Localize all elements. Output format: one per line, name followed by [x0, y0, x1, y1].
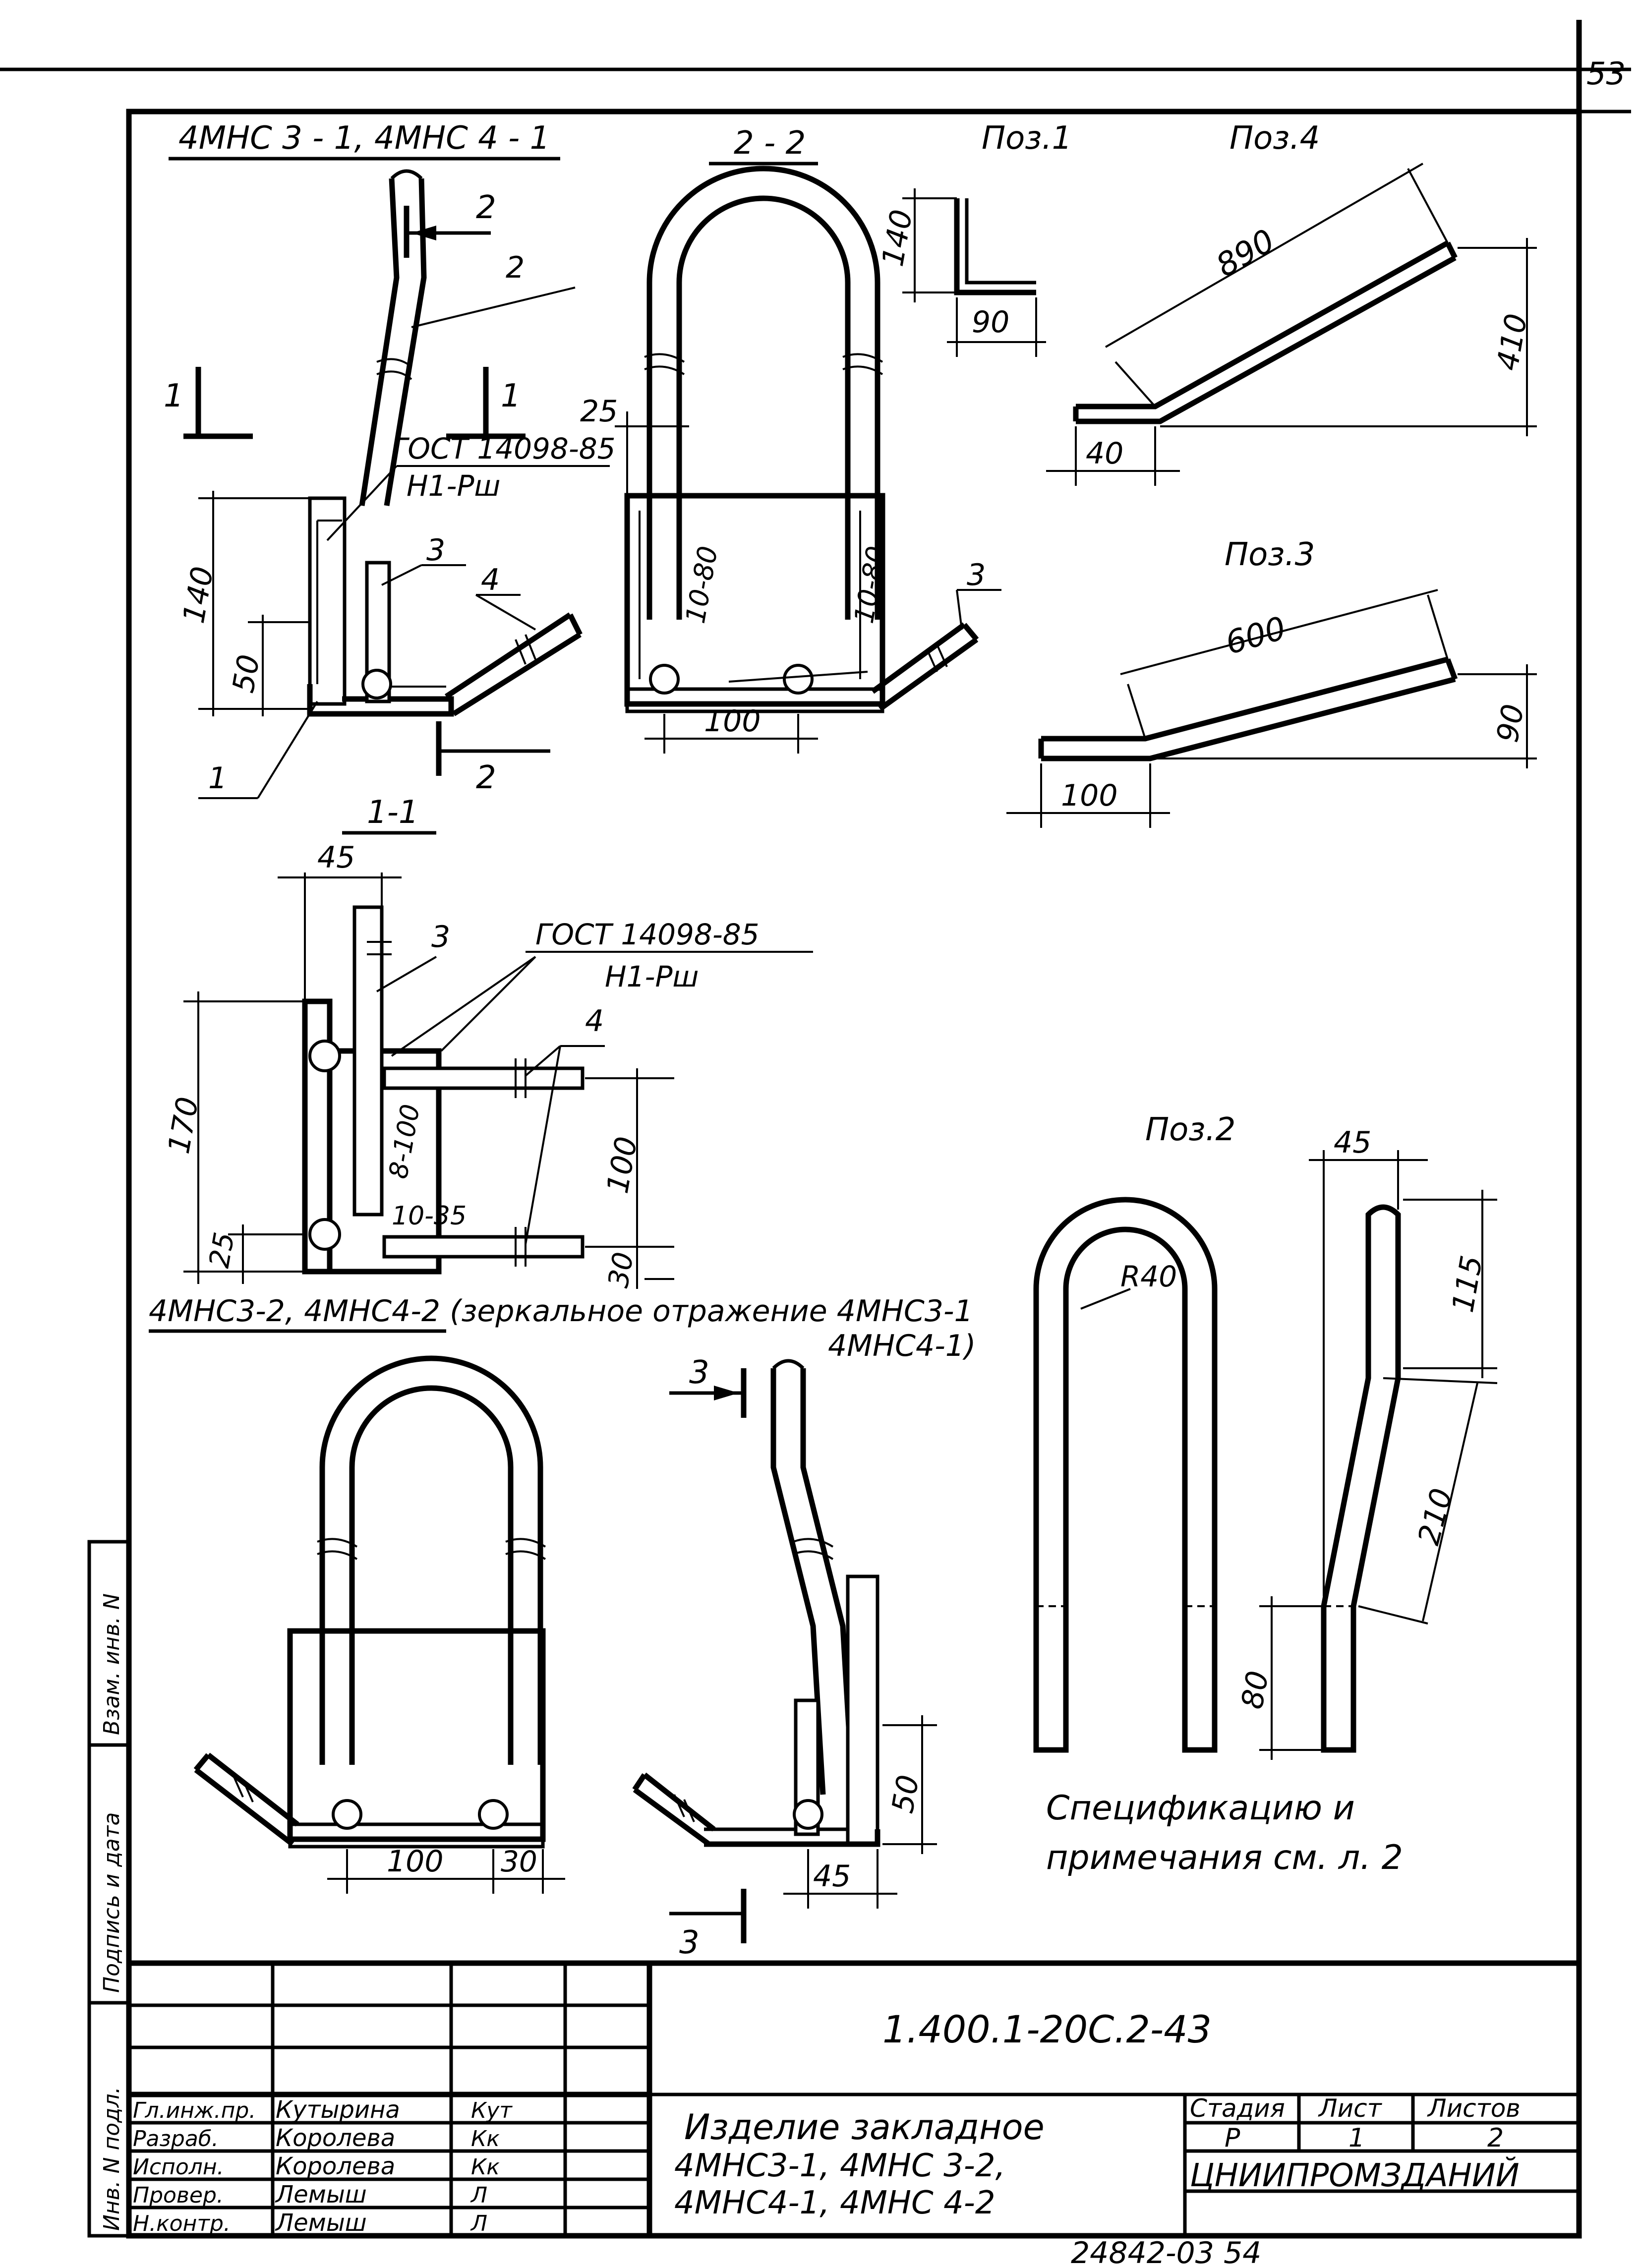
- section-2-2: 2 - 2 3 10-80 10-80 25 100: [580, 125, 1001, 754]
- pos-label-3-section11: 3: [431, 920, 450, 954]
- dim-210: 210: [1411, 1485, 1460, 1549]
- dim-90-poz1: 90: [972, 305, 1009, 340]
- side-stamp-sign: Подпись и дата: [99, 1812, 124, 1993]
- front-view: 4МНС 3 - 1, 4МНС 4 - 1 2 2 1: [164, 120, 616, 799]
- dim-30-mirror: 30: [501, 1845, 537, 1878]
- cut-mark-1-left: 1: [164, 378, 184, 414]
- weld-type-front: Н1-Рш: [407, 469, 501, 503]
- weld-type-section11: Н1-Рш: [605, 960, 699, 993]
- weld-range-10-35: 10-35: [392, 1201, 467, 1231]
- role-row-2: Исполн.: [133, 2154, 224, 2180]
- cut-mark-1-right: 1: [501, 378, 521, 414]
- dim-30-section11: 30: [602, 1250, 640, 1290]
- poz-4-title: Поз.4: [1230, 120, 1320, 157]
- pos-label-3: 3: [426, 533, 445, 568]
- weld-range-8-100: 8-100: [384, 1102, 426, 1181]
- role-sign-0: Кут: [471, 2098, 513, 2123]
- sheet-value: 1: [1348, 2123, 1365, 2153]
- item-name-line1: Изделие закладное: [684, 2107, 1045, 2148]
- mirror-caption-line2: 4МНС4-1): [828, 1329, 976, 1363]
- dim-600: 600: [1222, 610, 1290, 662]
- dim-50-mirror: 50: [885, 1772, 926, 1815]
- role-row-3: Провер.: [133, 2183, 224, 2208]
- poz-2: Поз.2 R40 45 115 210 80: [1033, 1111, 1498, 1760]
- gost-label-front: ГОСТ 14098-85: [392, 432, 616, 465]
- poz-3: Поз.3 600 90 100: [1006, 536, 1537, 828]
- role-sign-4: Л: [470, 2211, 487, 2236]
- role-name-1: Королева: [276, 2124, 395, 2152]
- cut-mark-2-top: 2: [476, 189, 496, 226]
- role-sign-2: Кк: [471, 2154, 500, 2180]
- role-sign-1: Кк: [471, 2126, 500, 2152]
- poz-3-title: Поз.3: [1225, 536, 1315, 573]
- spec-note-line2: примечания см. л. 2: [1046, 1838, 1403, 1877]
- role-name-0: Кутырина: [276, 2096, 400, 2124]
- poz-2-title: Поз.2: [1145, 1111, 1235, 1148]
- mirrored-views: 100 30 3 3 50 45: [193, 1354, 937, 1961]
- stage-value: Р: [1225, 2123, 1240, 2153]
- cut-mark-2-bottom: 2: [476, 759, 496, 796]
- weld-range-10-80-left: 10-80: [680, 544, 724, 626]
- section-1-1-title: 1-1: [367, 794, 419, 831]
- poz-1-title: Поз.1: [982, 120, 1072, 157]
- role-name-2: Королева: [276, 2152, 395, 2180]
- section-2-2-title: 2 - 2: [734, 125, 806, 162]
- dim-140-poz1: 140: [876, 207, 920, 269]
- radius-label: R40: [1120, 1260, 1177, 1293]
- title-block: [129, 1960, 1579, 2236]
- stage-header: Стадия: [1190, 2094, 1285, 2123]
- dim-80: 80: [1235, 1668, 1276, 1711]
- dim-100-section22: 100: [704, 704, 761, 739]
- dim-25-section22: 25: [580, 394, 618, 429]
- side-stamp: Взам. инв. N Подпись и дата Инв. N подл.: [87, 1540, 131, 2238]
- dim-100-poz3: 100: [1061, 778, 1118, 813]
- page-number: 53: [1586, 56, 1626, 92]
- role-sign-3: Л: [470, 2183, 487, 2208]
- dim-45-poz2: 45: [1334, 1125, 1371, 1160]
- pos-label-2: 2: [506, 250, 525, 285]
- footer-number: 24842-03 54: [1071, 2236, 1261, 2268]
- cut-mark-3-top: 3: [689, 1354, 709, 1391]
- weld-range-10-80-right: 10-80: [848, 544, 892, 626]
- spec-note-line1: Спецификацию и: [1046, 1789, 1355, 1828]
- item-name-line3: 4МНС4-1, 4МНС 4-2: [674, 2185, 996, 2221]
- designation: 1.400.1-20С.2-43: [882, 2007, 1212, 2051]
- dim-100-mirror: 100: [387, 1844, 444, 1879]
- dim-90-poz3: 90: [1490, 701, 1531, 745]
- organization: ЦНИИПРОМЗДАНИЙ: [1190, 2156, 1520, 2194]
- poz-4: Поз.4 890 410 40: [1046, 120, 1537, 486]
- sheets-header: Листов: [1427, 2094, 1521, 2123]
- side-stamp-inv: Инв. N подл.: [99, 2087, 124, 2231]
- dim-50-front: 50: [226, 652, 267, 695]
- role-row-0: Гл.инж.пр.: [133, 2098, 256, 2123]
- sheet-frame: [0, 20, 1631, 2239]
- mirror-caption: 4МНС3-2, 4МНС4-2 (зеркальное отражение 4…: [149, 1294, 973, 1329]
- front-view-title: 4МНС 3 - 1, 4МНС 4 - 1: [178, 120, 550, 157]
- sheet-header: Лист: [1318, 2094, 1383, 2123]
- role-row-1: Разраб.: [133, 2126, 219, 2152]
- pos-label-4: 4: [481, 563, 500, 597]
- role-name-3: Лемыш: [275, 2181, 367, 2209]
- cut-mark-3-bottom: 3: [679, 1924, 700, 1961]
- poz-1: Поз.1 140 90: [876, 120, 1072, 357]
- side-stamp-vzam: Взам. инв. N: [99, 1593, 124, 1735]
- gost-label-section11: ГОСТ 14098-85: [535, 918, 760, 951]
- dim-45-section11: 45: [317, 840, 355, 875]
- sheets-value: 2: [1487, 2123, 1504, 2153]
- pos-label-4-section11: 4: [585, 1004, 604, 1039]
- role-name-4: Лемыш: [275, 2209, 367, 2237]
- pos-label-3-section22: 3: [967, 558, 986, 592]
- role-row-4: Н.контр.: [133, 2211, 231, 2236]
- dim-25-section11: 25: [203, 1230, 241, 1270]
- dim-40: 40: [1086, 436, 1123, 471]
- dim-45-mirror: 45: [813, 1859, 851, 1894]
- dim-890: 890: [1210, 223, 1281, 285]
- pos-label-1: 1: [208, 761, 227, 796]
- item-name-line2: 4МНС3-1, 4МНС 3-2,: [674, 2148, 1005, 2184]
- section-1-1: 1-1 3 ГОСТ 14098-85 Н1-Рш 4 8-100 10-35 …: [149, 794, 976, 1363]
